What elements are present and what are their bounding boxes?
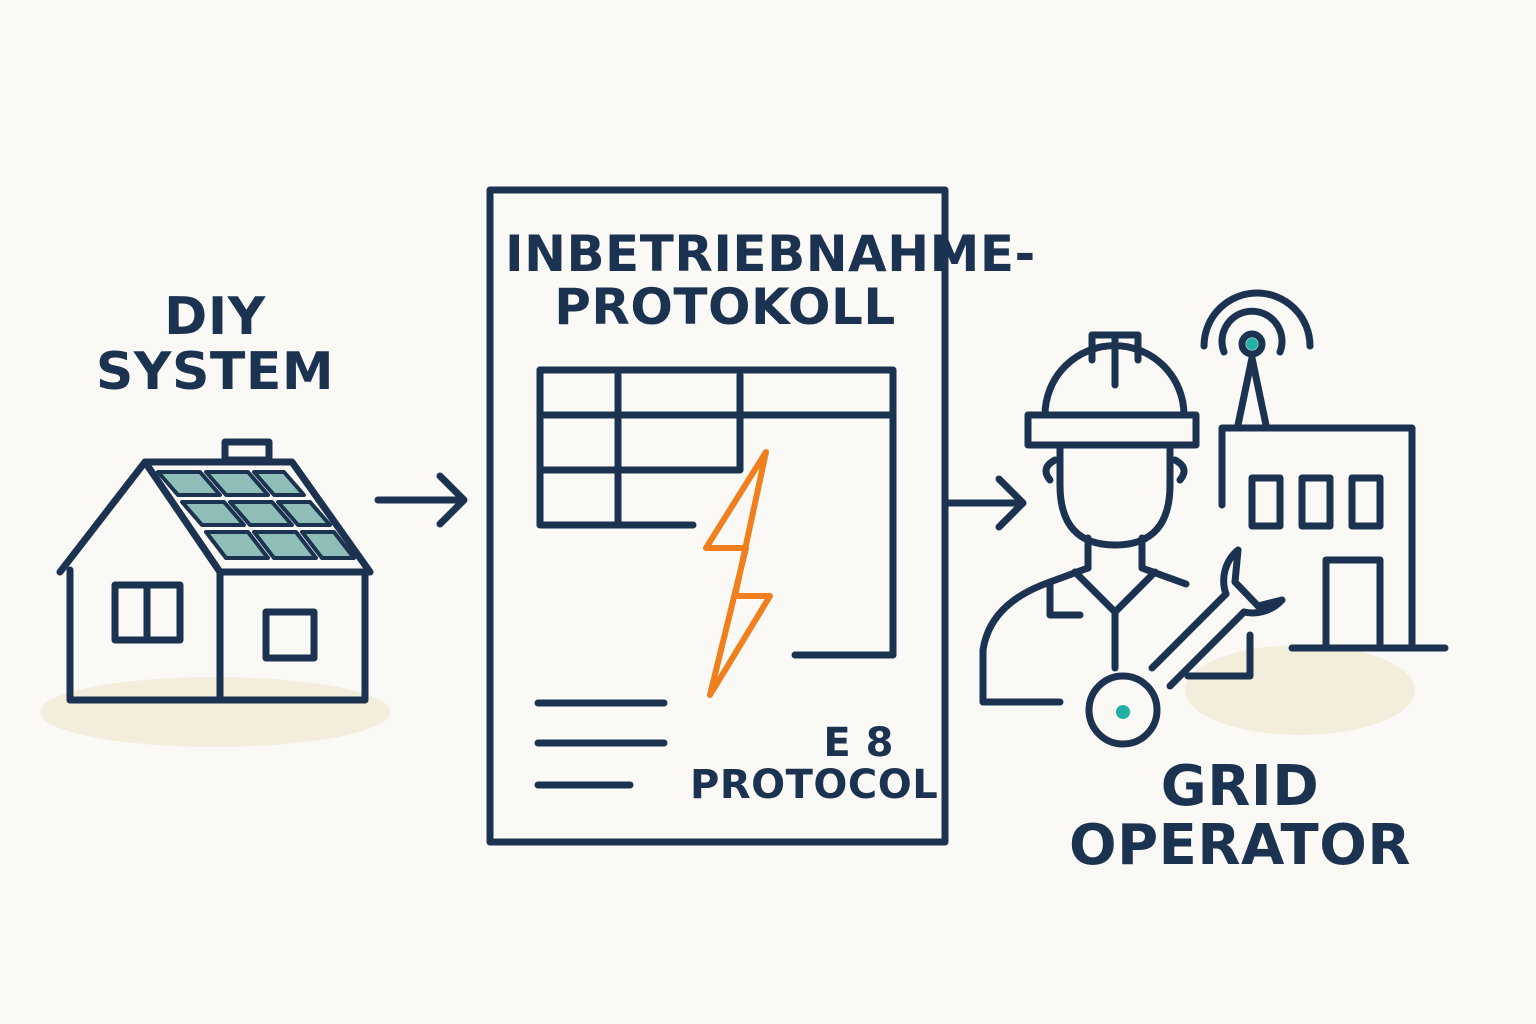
document-code-line1: E 8	[823, 720, 894, 766]
house-label: DIY SYSTEM	[70, 290, 360, 399]
lightning-bolt-icon	[703, 449, 773, 698]
grid-label-line1: GRID	[1160, 754, 1320, 819]
document-title-line2: PROTOKOLL	[554, 277, 896, 336]
arrow-right-icon	[943, 475, 1027, 531]
arrow-right-icon	[374, 472, 468, 528]
document-title: INBETRIEBNAHME- PROTOKOLL	[505, 225, 1036, 336]
grid-operator-building-icon	[1218, 424, 1449, 652]
protocol-document-icon	[486, 186, 949, 846]
document-code: E 8 PROTOCOL	[690, 720, 939, 808]
grid-label-line2: OPERATOR	[1069, 812, 1411, 878]
house-window-right	[262, 608, 318, 662]
house-label-line2: SYSTEM	[95, 341, 335, 402]
house-shadow	[40, 677, 390, 747]
antenna-signal-icon	[1200, 289, 1314, 429]
document-code-line2: PROTOCOL	[690, 762, 939, 808]
house-with-solar-panels-icon	[56, 438, 374, 704]
wrench-icon	[1085, 546, 1286, 748]
document-title-line1: INBETRIEBNAHME-	[505, 225, 1036, 283]
house-label-line1: DIY	[164, 287, 266, 347]
grid-shadow	[1185, 645, 1415, 735]
technician-hard-hat-icon	[979, 331, 1254, 706]
grid-operator-label: GRID OPERATOR	[1060, 754, 1420, 878]
